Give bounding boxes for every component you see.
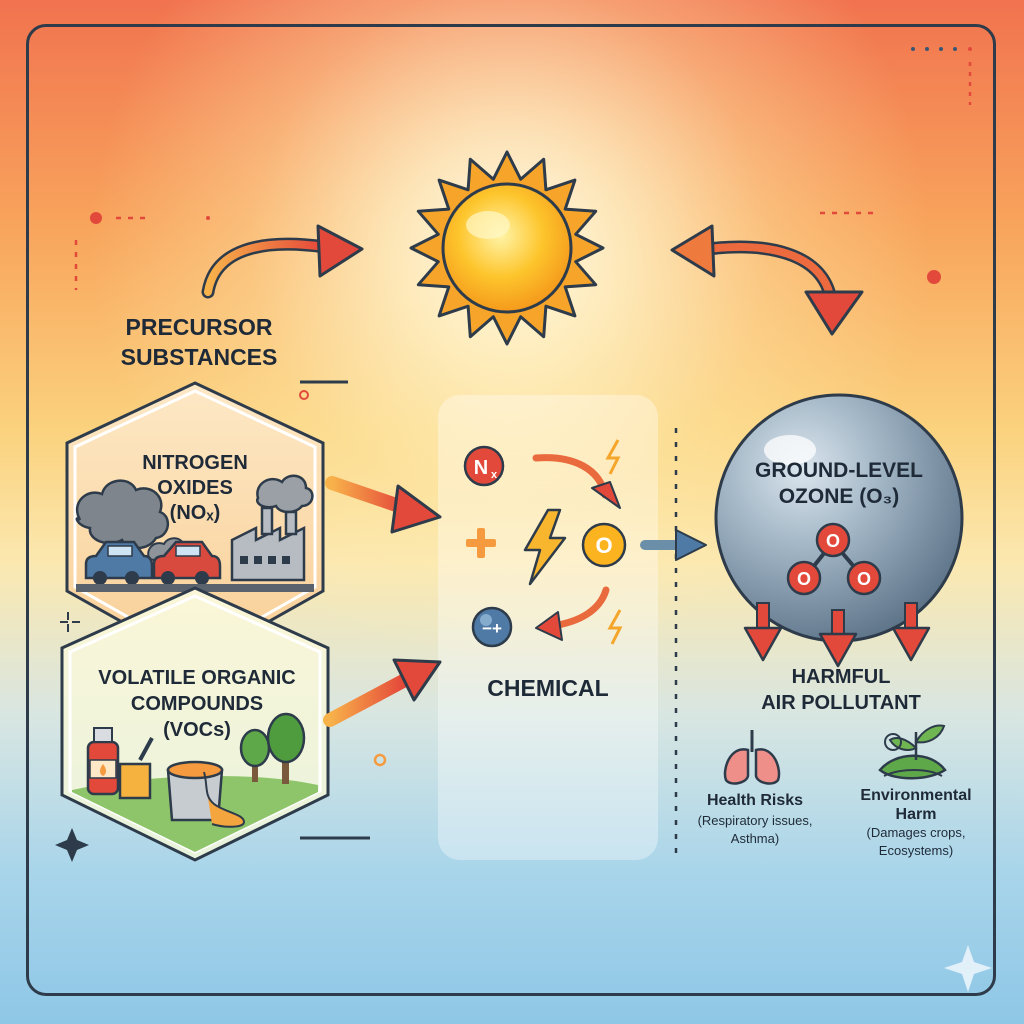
plant-environment-icon (878, 724, 947, 780)
ozone-atom-icon: O (815, 522, 851, 558)
svg-text:O: O (797, 569, 811, 589)
nx-molecule: N x (463, 445, 505, 487)
paint-can-icon (118, 737, 154, 800)
ion-molecule: −+ (471, 606, 513, 648)
precursor-title: PRECURSOR SUBSTANCES (120, 314, 278, 370)
voc-panel (60, 586, 330, 862)
decorative-accents (55, 47, 992, 992)
harmful-pollutant-label: HARMFUL AIR POLLUTANT (761, 666, 921, 714)
svg-text:N: N (474, 457, 488, 479)
diagram-frame (26, 24, 996, 996)
oxygen-molecule: O (581, 522, 627, 568)
chemical-label: CHEMICAL (487, 675, 609, 701)
reaction-curve-arrow (532, 454, 621, 509)
car-icon (152, 540, 222, 585)
lightning-icon (607, 609, 623, 645)
svg-text:−+: −+ (482, 619, 502, 638)
car-icon (84, 540, 154, 585)
sun-icon (409, 150, 605, 346)
health-risks-label: Health Risks (Respiratory issues, Asthma… (697, 792, 813, 846)
environmental-harm-label: Environmental Harm (Damages crops, Ecosy… (860, 787, 972, 858)
svg-text:O: O (826, 531, 840, 551)
down-arrow-icon (818, 609, 858, 668)
lightning-bolt-icon (523, 508, 567, 586)
voc-to-reaction-arrow (323, 658, 442, 727)
sun-arrow-left (201, 224, 364, 299)
lightning-icon (605, 439, 621, 475)
spray-can-icon (86, 727, 120, 796)
lungs-icon (723, 730, 781, 785)
sun-arrow-right (670, 224, 864, 336)
ozone-atom-icon: O (786, 560, 822, 596)
nox-to-reaction-arrow (325, 476, 442, 534)
tree-icon (239, 712, 306, 784)
svg-text:O: O (595, 533, 612, 558)
nox-panel (65, 381, 325, 665)
reaction-to-ozone-arrow (640, 529, 707, 561)
svg-text:x: x (491, 469, 498, 481)
ozone-label: GROUND-LEVEL OZONE (O₃) (755, 459, 923, 508)
nox-label: NITROGEN OXIDES (NOₓ) (142, 452, 248, 524)
down-arrow-icon (891, 602, 931, 662)
factory-icon (230, 506, 306, 582)
down-arrow-icon (743, 602, 783, 662)
reaction-return-arrow (535, 586, 610, 641)
ozone-sphere: O O O (714, 393, 964, 643)
voc-label: VOLATILE ORGANIC COMPOUNDS (VOCs) (98, 667, 296, 741)
paint-bucket-icon (166, 760, 246, 828)
svg-text:O: O (857, 569, 871, 589)
pollutant-down-arrows (743, 602, 931, 668)
plus-icon (466, 528, 496, 558)
ozone-atom-icon: O (846, 560, 882, 596)
